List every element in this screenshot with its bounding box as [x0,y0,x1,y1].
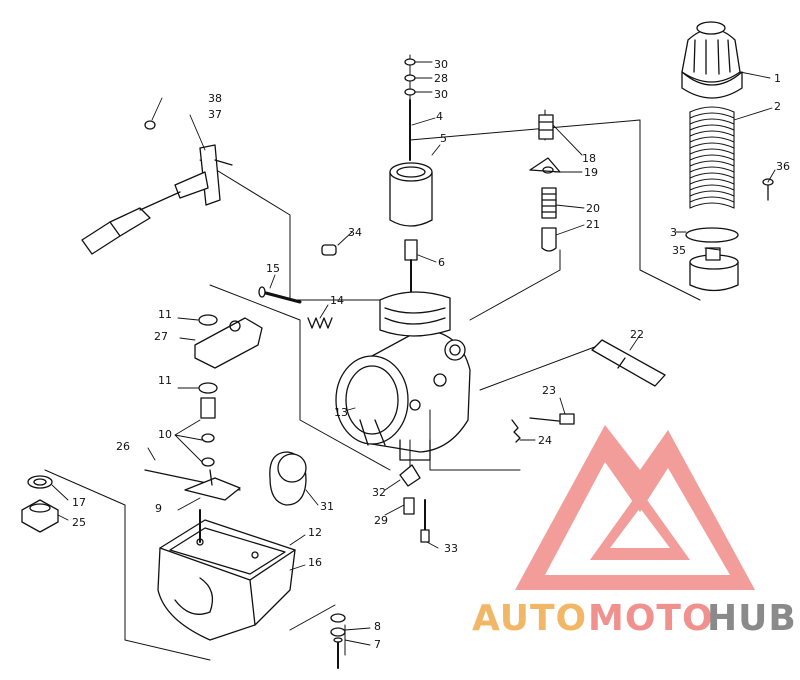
jet-parts-bottom [399,464,430,543]
callout-label: 19 [584,166,598,179]
callout-label: 29 [374,514,388,527]
callout-labels: 1234567891011111213141516171819202122232… [72,58,790,651]
bowl-screw-parts [330,613,346,669]
callout-label: 33 [444,542,458,555]
float-bowl-part [157,509,296,641]
watermark-logo [515,425,755,590]
callout-label: 4 [436,110,443,123]
plug-34 [321,244,337,256]
throttle-valve-part [389,162,433,227]
drain-parts [21,475,59,533]
callout-label: 20 [586,202,600,215]
spring-part [689,106,735,209]
callout-label: 12 [308,526,322,539]
callout-label: 30 [434,58,448,71]
callout-label: 27 [154,330,168,343]
adjust-screw-23 [529,413,575,425]
callout-label: 22 [630,328,644,341]
callout-label: 38 [208,92,222,105]
callout-label: 9 [155,502,162,515]
callout-label: 11 [158,308,172,321]
float-arm-part [144,469,241,501]
callout-label: 34 [348,226,362,239]
callout-label: 35 [672,244,686,257]
callout-label: 32 [372,486,386,499]
gasket-stack-left [194,314,263,467]
callout-label: 28 [434,72,448,85]
idle-screw-part [258,286,302,304]
washers-top [404,58,416,96]
callout-label: 15 [266,262,280,275]
plate-part [689,247,739,292]
callout-label: 37 [208,108,222,121]
callout-label: 25 [72,516,86,529]
callout-label: 23 [542,384,556,397]
needle-jet-part [404,239,418,301]
callout-label: 7 [374,638,381,651]
callout-label: 13 [334,406,348,419]
watermark-auto: AUTO [472,598,587,639]
cable-bracket-part [81,120,233,255]
callout-label: 26 [116,440,130,453]
callout-label: 24 [538,434,552,447]
callout-label: 17 [72,496,86,509]
callout-label: 2 [774,100,781,113]
callout-label: 8 [374,620,381,633]
callout-label: 10 [158,428,172,441]
callout-label: 11 [158,374,172,387]
callout-label: 3 [670,226,677,239]
watermark-hub: HUB [707,598,797,639]
watermark-text: AUTO MOTO HUB [472,598,797,639]
callout-label: 30 [434,88,448,101]
watermark-moto: MOTO [588,598,714,639]
pin-22 [591,339,666,387]
spring-24 [511,419,521,443]
retainer-part [685,227,739,243]
callout-label: 1 [774,72,781,85]
float-part [269,451,307,506]
callout-label: 31 [320,500,334,513]
callout-label: 14 [330,294,344,307]
idle-spring-part [307,317,333,329]
leader-lines [51,61,776,646]
callout-label: 16 [308,556,322,569]
carburetor-body [335,291,471,461]
callout-label: 6 [438,256,445,269]
pilot-jet-stack [529,114,561,252]
cap-part [681,21,743,99]
callout-label: 21 [586,218,600,231]
callout-label: 18 [582,152,596,165]
callout-label: 5 [440,132,447,145]
callout-label: 36 [776,160,790,173]
